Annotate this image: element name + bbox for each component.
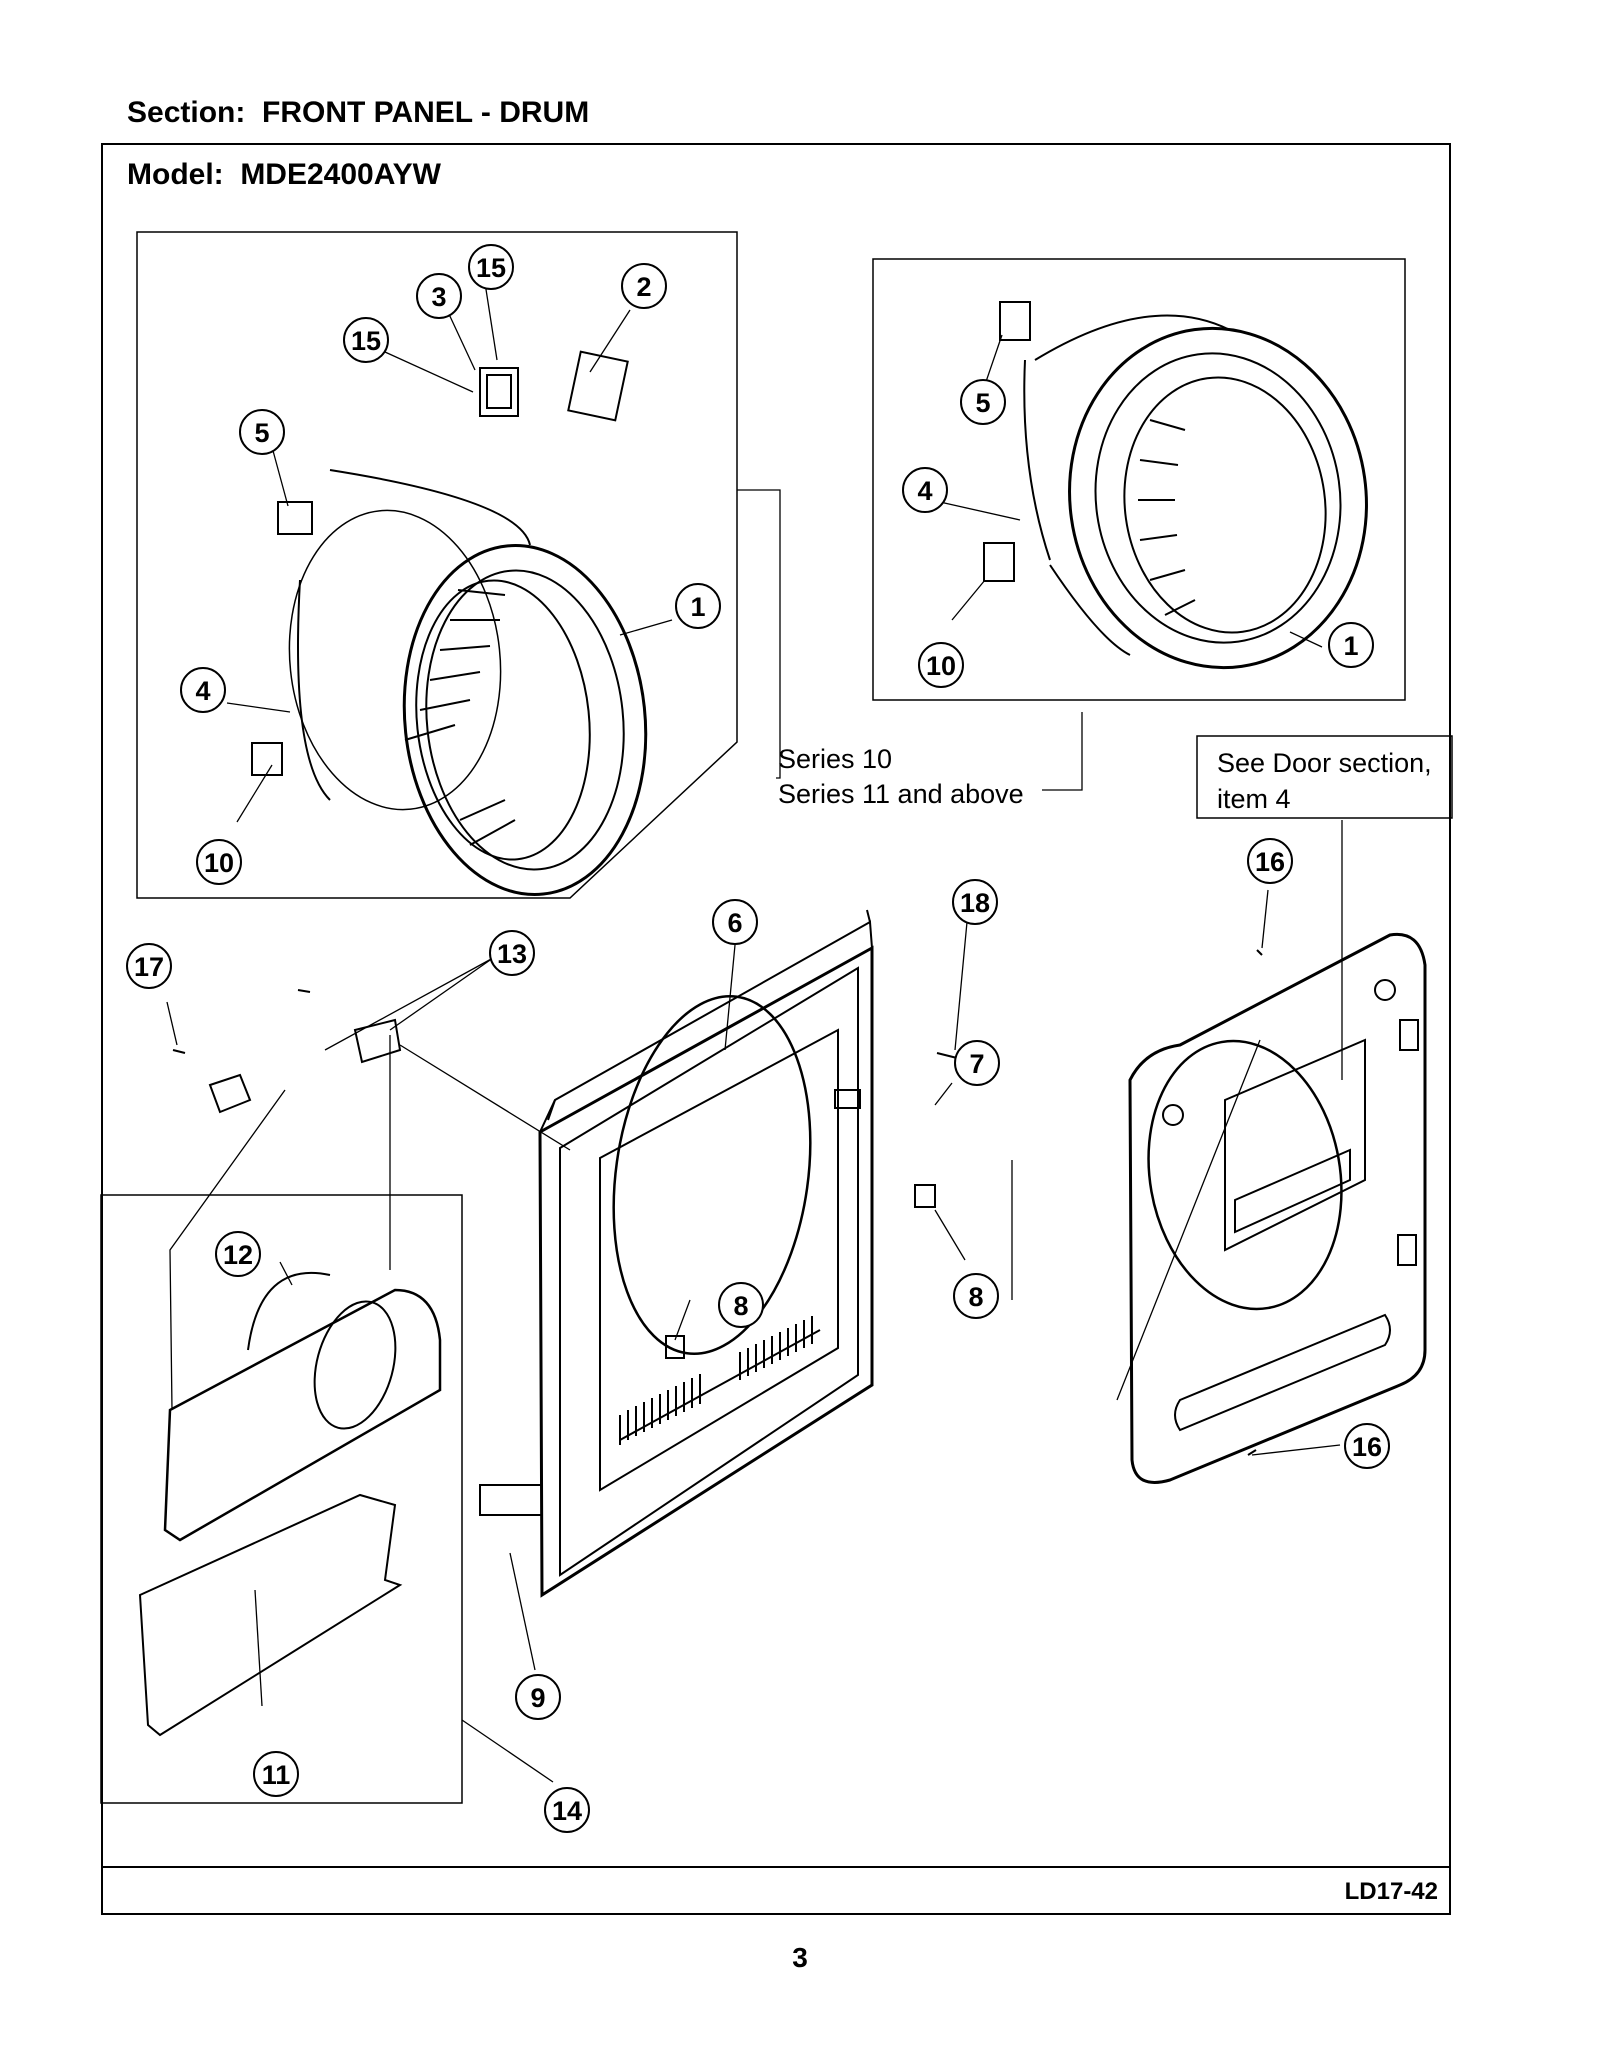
callout-12: 12	[215, 1231, 261, 1277]
drum-drawing-left	[251, 350, 648, 896]
callout-label: 8	[968, 1282, 983, 1312]
callout-17: 17	[126, 943, 172, 989]
series-11-box	[872, 258, 1406, 701]
callout-label: 8	[733, 1291, 748, 1321]
callout-label: 4	[195, 676, 210, 706]
callout-label: 15	[476, 253, 506, 283]
callout-2-left: 2	[621, 263, 667, 309]
see-door-note-line2: item 4	[1217, 784, 1291, 814]
callout-13: 13	[489, 930, 535, 976]
callout-label: 10	[204, 848, 234, 878]
front-panel-drawing	[479, 909, 936, 1598]
callout-label: 11	[262, 1760, 291, 1790]
page-number: 3	[792, 1942, 808, 1973]
callout-7: 7	[954, 1040, 1000, 1086]
callout-3: 3	[416, 273, 462, 319]
drum-drawing-right	[983, 301, 1368, 670]
callout-label: 1	[1343, 631, 1358, 661]
callout-label: 6	[727, 908, 742, 938]
callout-4-left: 4	[180, 667, 226, 713]
callout-1-left: 1	[675, 583, 721, 629]
callout-label: 17	[134, 952, 164, 982]
callout-10-right: 10	[918, 642, 964, 688]
callout-label: 10	[926, 651, 956, 681]
callout-label: 5	[975, 388, 990, 418]
callout-label: 12	[223, 1240, 253, 1270]
callout-15-top: 15	[468, 244, 514, 290]
leader-lines	[166, 282, 1343, 1783]
series-10-box	[136, 231, 738, 899]
callout-8-outer: 8	[953, 1273, 999, 1319]
see-door-note-line1: See Door section,	[1217, 748, 1432, 778]
duct-drawing	[138, 1018, 442, 1737]
callout-label: 7	[969, 1049, 984, 1079]
callout-10-left: 10	[196, 839, 242, 885]
callout-1-right: 1	[1328, 622, 1374, 668]
callout-label: 3	[431, 282, 446, 312]
callout-5-left: 5	[239, 409, 285, 455]
callout-11: 11	[253, 1751, 299, 1797]
callout-label: 1	[690, 592, 705, 622]
callout-label: 16	[1255, 847, 1285, 877]
callout-4-right: 4	[902, 467, 948, 513]
model-title: Model: MDE2400AYW	[127, 158, 441, 191]
callout-label: 15	[351, 326, 381, 356]
callouts: 15 3 15 2 5 1 4 10 5 4 10 1 6 18 17 13 7…	[126, 244, 1390, 1833]
callout-label: 14	[552, 1796, 582, 1826]
callout-label: 5	[254, 418, 269, 448]
duct-box	[100, 1194, 463, 1804]
callout-18: 18	[952, 879, 998, 925]
door-drawing	[1128, 932, 1427, 1484]
callout-label: 2	[636, 272, 651, 302]
diagram-frame	[101, 143, 1451, 1915]
see-door-box	[1196, 735, 1453, 819]
callout-label: 9	[530, 1683, 545, 1713]
callout-label: 16	[1352, 1432, 1382, 1462]
callout-9: 9	[515, 1674, 561, 1720]
section-title: Section: FRONT PANEL - DRUM	[127, 96, 590, 129]
callout-14: 14	[544, 1787, 590, 1833]
callout-label: 13	[497, 939, 527, 969]
footer-divider	[101, 1866, 1451, 1868]
drawing-code: LD17-42	[1344, 1878, 1438, 1905]
callout-6: 6	[712, 899, 758, 945]
notes: Series 10 Series 11 and above See Door s…	[778, 744, 1432, 814]
callout-label: 4	[917, 476, 932, 506]
series-10-note: Series 10	[778, 744, 892, 774]
hardware	[172, 949, 1263, 1456]
callout-label: 18	[960, 888, 990, 918]
series-11-note: Series 11 and above	[778, 779, 1024, 809]
callout-15-left: 15	[343, 317, 389, 363]
callout-16-bottom: 16	[1344, 1423, 1390, 1469]
callout-16-top: 16	[1247, 838, 1293, 884]
callout-8-inner: 8	[718, 1282, 764, 1328]
callout-5-right: 5	[960, 379, 1006, 425]
